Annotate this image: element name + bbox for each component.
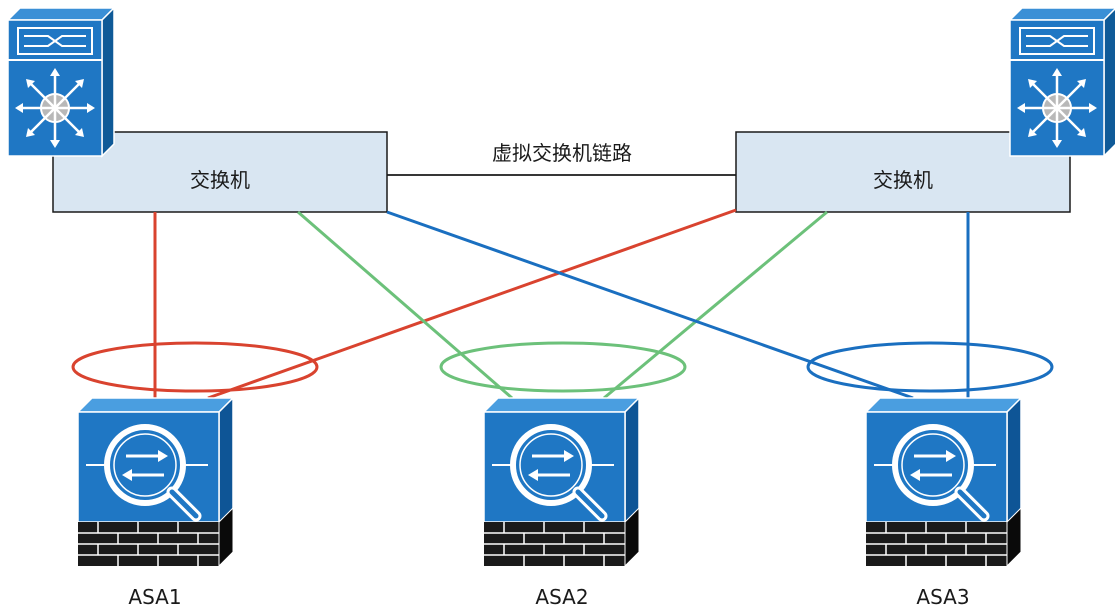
link-blue-left-asa3 — [386, 210, 914, 400]
asa2-firewall-icon — [484, 398, 639, 566]
etherchannel-ellipse-asa3 — [806, 341, 1054, 393]
etherchannel-ellipse-asa2 — [439, 341, 687, 393]
asa2-label: ASA2 — [535, 585, 588, 609]
switch-right-label: 交换机 — [873, 168, 933, 192]
etherchannel-ellipse-asa1 — [71, 341, 319, 393]
vss-link-label: 虚拟交换机链路 — [492, 141, 632, 165]
link-green-left-asa2 — [297, 210, 513, 400]
asa3-firewall-icon — [866, 398, 1021, 566]
nexus-switch-left-icon — [6, 6, 116, 158]
switch-left-label: 交换机 — [190, 168, 250, 192]
asa3-label: ASA3 — [916, 585, 969, 609]
links — [153, 208, 970, 400]
link-red-right-asa1 — [207, 208, 737, 400]
asa1-label: ASA1 — [128, 585, 181, 609]
asa1-firewall-icon — [78, 398, 233, 566]
nexus-switch-right-icon — [1008, 6, 1115, 158]
link-green-right-asa2 — [603, 210, 828, 400]
